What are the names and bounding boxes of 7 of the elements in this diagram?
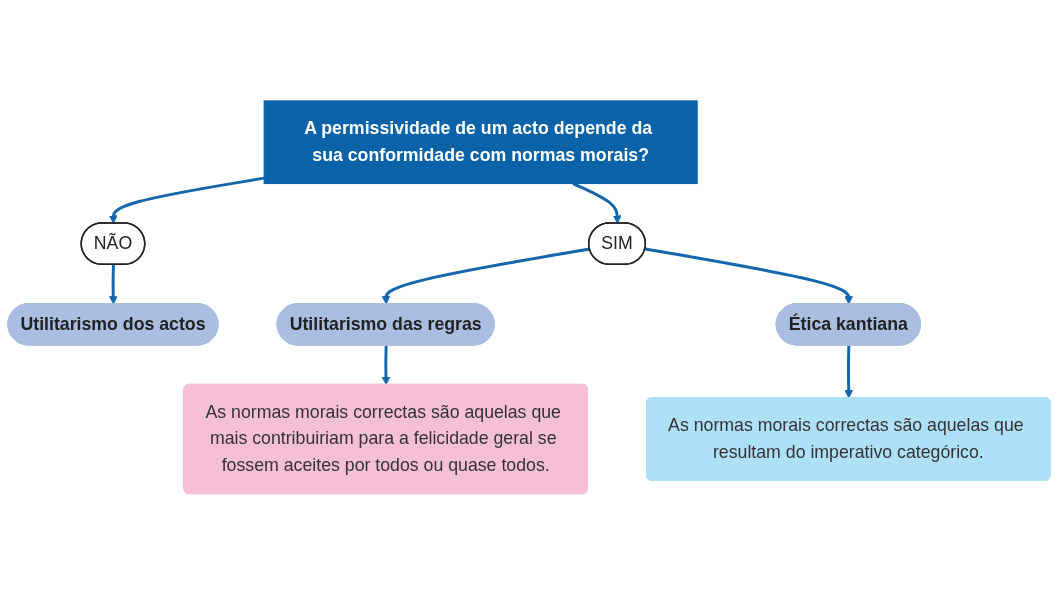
arrow [572,182,622,225]
arrow [381,345,391,386]
arrow [844,345,854,399]
arrow [644,247,853,305]
arrow [108,265,118,305]
node-box: A permissividade de um acto depende da sua conformidade com normas morais? [263,100,698,185]
arrow [108,176,265,225]
